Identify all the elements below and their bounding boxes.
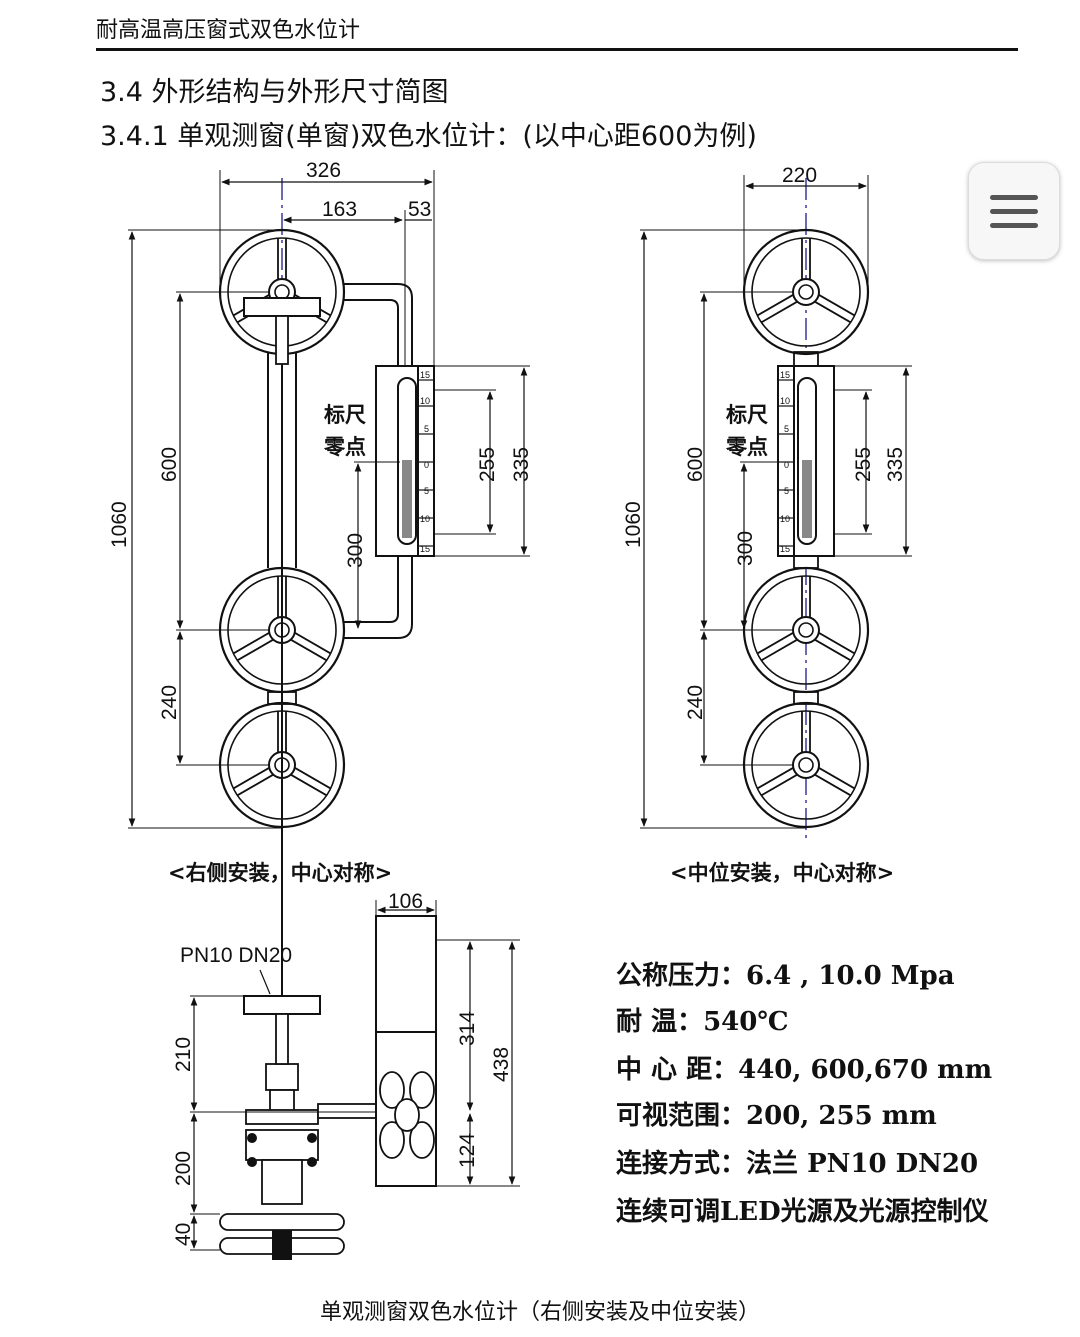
svg-text:耐 温：540℃: 耐 温：540℃ [616, 1007, 789, 1037]
svg-text:连接方式：法兰 PN10 DN20: 连接方式：法兰 PN10 DN20 [616, 1148, 978, 1179]
dim-lower-distance: 240 [158, 685, 181, 720]
dim-upper-length: 314 [456, 1011, 479, 1046]
spec-value: 440, 600,670 mm [738, 1055, 992, 1085]
dim-zero-height: 300 [344, 533, 367, 568]
scale-tick-label: 10 [780, 396, 790, 406]
scale-tick-label: 15 [780, 544, 790, 554]
spec-value: 540℃ [703, 1007, 788, 1037]
scale-tick-label: 0 [784, 460, 789, 470]
left-view-caption: <右侧安装，中心对称> [168, 861, 392, 885]
dim-center-distance: 600 [684, 447, 707, 482]
dim-overall-height: 1060 [108, 501, 131, 548]
scale-label-line1: 标尺 [726, 403, 768, 427]
dim-center-distance: 600 [158, 447, 181, 482]
section-subheading: 3.4.1 单观测窗(单窗)双色水位计：(以中心距600为例) [100, 121, 757, 152]
dim-bottom-height: 40 [172, 1223, 195, 1246]
scale-tick-label: 5 [784, 486, 789, 496]
dim-overall-height: 1060 [622, 501, 645, 548]
dim-body-width: 106 [388, 890, 423, 913]
scale-label-line2: 零点 [725, 435, 768, 459]
section-heading: 3.4 外形结构与外形尺寸简图 [100, 77, 449, 108]
scale-label-line1: 标尺 [324, 403, 366, 427]
left-view-drawing: 15 10 5 0 5 10 15 326 163 53 1060 600 24… [108, 159, 533, 885]
dim-top-height: 210 [172, 1037, 195, 1072]
dim-visible-range: 255 [852, 447, 875, 482]
dim-lower-distance: 240 [684, 685, 707, 720]
center-view-caption: <中位安装，中心对称> [670, 861, 894, 885]
dim-lower-length: 124 [456, 1133, 479, 1168]
spec-label: 耐 温： [616, 1007, 703, 1037]
figure-caption: 单观测窗双色水位计（右侧安装及中位安装） [319, 1300, 760, 1325]
dim-window-height: 335 [884, 447, 907, 482]
svg-text:可视范围：200, 255 mm: 可视范围：200, 255 mm [616, 1101, 937, 1131]
scale-label-line2: 零点 [323, 435, 366, 459]
dim-half-width: 163 [322, 198, 357, 221]
hamburger-menu-icon[interactable] [968, 162, 1060, 260]
scale-tick-label: 10 [780, 514, 790, 524]
spec-value: 连续可调LED光源及光源控制仪 [616, 1196, 990, 1227]
center-view-drawing: 15 10 5 0 5 10 15 220 1060 600 240 300 2… [622, 164, 912, 885]
dim-width-total: 220 [782, 164, 817, 187]
spec-value: 200, 255 mm [746, 1101, 937, 1131]
scale-tick-label: 15 [780, 370, 790, 380]
dim-window-height: 335 [510, 447, 533, 482]
scale-tick-label: 5 [424, 424, 429, 434]
spec-label: 连接方式： [616, 1148, 746, 1179]
spec-list: 公称压力：6.4 , 10.0 Mpa 耐 温：540℃ 中 心 距：440, … [616, 961, 992, 1227]
flange-label: PN10 DN20 [180, 944, 292, 967]
spec-label: 中 心 距： [616, 1055, 738, 1085]
scale-tick-label: 15 [420, 370, 430, 380]
dim-mid-height: 200 [172, 1151, 195, 1186]
side-view-drawing: 106 PN10 DN20 210 200 40 314 124 438 [172, 297, 520, 1260]
dim-zero-height: 300 [734, 531, 757, 566]
spec-label: 公称压力： [616, 961, 746, 991]
svg-text:公称压力：6.4 , 10.0 Mpa: 公称压力：6.4 , 10.0 Mpa [616, 961, 955, 991]
dim-visible-range: 255 [476, 447, 499, 482]
header-divider [96, 48, 1018, 51]
dim-total-length: 438 [490, 1047, 513, 1082]
spec-label: 可视范围： [616, 1101, 746, 1131]
scale-tick-label: 10 [420, 396, 430, 406]
scale-tick-label: 0 [424, 460, 429, 470]
scale-tick-label: 10 [420, 514, 430, 524]
dim-width-total: 326 [306, 159, 341, 182]
scale-tick-label: 5 [784, 424, 789, 434]
document-header: 耐高温高压窗式双色水位计 [96, 18, 361, 43]
scale-tick-label: 15 [420, 544, 430, 554]
scale-tick-label: 5 [424, 486, 429, 496]
svg-text:中 心 距：440, 600,670 mm: 中 心 距：440, 600,670 mm [616, 1055, 992, 1085]
spec-value: 6.4 , 10.0 Mpa [746, 961, 955, 991]
spec-value: 法兰 PN10 DN20 [746, 1149, 978, 1179]
dim-offset: 53 [408, 198, 431, 221]
